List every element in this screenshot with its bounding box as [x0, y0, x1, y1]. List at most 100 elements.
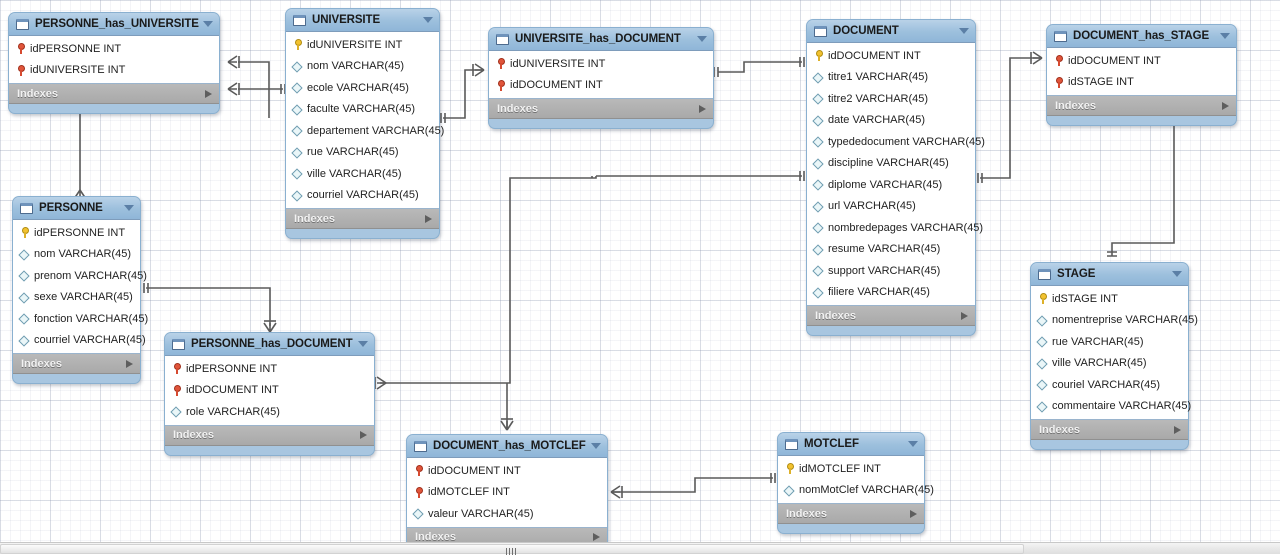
table-header[interactable]: PERSONNE	[13, 197, 140, 219]
table-column-row[interactable]: idMOTCLEF INT	[407, 482, 607, 504]
table-column-row[interactable]: fonction VARCHAR(45)	[13, 308, 148, 330]
table-column-row[interactable]: idDOCUMENT INT	[165, 380, 374, 402]
table-column-row[interactable]: idUNIVERSITE INT	[489, 53, 713, 75]
table-column-row[interactable]: rue VARCHAR(45)	[286, 142, 439, 164]
expand-right-icon[interactable]	[593, 533, 600, 541]
table-column-row[interactable]: discipline VARCHAR(45)	[807, 153, 975, 175]
table-icon	[20, 202, 33, 214]
table-column-row[interactable]: idMOTCLEF INT	[778, 458, 924, 480]
indexes-section[interactable]: Indexes	[13, 354, 140, 374]
expand-right-icon[interactable]	[126, 359, 133, 368]
table-column-row[interactable]: diplome VARCHAR(45)	[807, 174, 975, 196]
table-column-row[interactable]: nomMotClef VARCHAR(45)	[778, 480, 934, 502]
indexes-section[interactable]: Indexes	[778, 504, 924, 524]
horizontal-scrollbar[interactable]	[0, 542, 1280, 555]
table-column-row[interactable]: idPERSONNE INT	[165, 358, 374, 380]
indexes-section[interactable]: Indexes	[407, 527, 607, 542]
table-column-row[interactable]: nom VARCHAR(45)	[286, 56, 439, 78]
chevron-down-icon[interactable]	[1220, 33, 1230, 39]
table-column-row[interactable]: idUNIVERSITE INT	[9, 60, 219, 82]
table-column-row[interactable]: date VARCHAR(45)	[807, 110, 975, 132]
chevron-down-icon[interactable]	[358, 341, 368, 347]
indexes-section[interactable]: Indexes	[1047, 96, 1236, 116]
expand-right-icon[interactable]	[961, 311, 968, 320]
table-column-row[interactable]: idDOCUMENT INT	[807, 45, 975, 67]
table-column-row[interactable]: idSTAGE INT	[1047, 72, 1236, 94]
indexes-section[interactable]: Indexes	[286, 209, 439, 229]
table-column-row[interactable]: idPERSONNE INT	[13, 222, 140, 244]
table-column-row[interactable]: courriel VARCHAR(45)	[286, 185, 439, 207]
table-column-row[interactable]: departement VARCHAR(45)	[286, 120, 444, 142]
table-column-row[interactable]: idDOCUMENT INT	[1047, 50, 1236, 72]
table-column-row[interactable]: idPERSONNE INT	[9, 38, 219, 60]
expand-right-icon[interactable]	[910, 509, 917, 518]
table-column-row[interactable]: sexe VARCHAR(45)	[13, 287, 140, 309]
chevron-down-icon[interactable]	[697, 36, 707, 42]
table-header[interactable]: PERSONNE_has_DOCUMENT	[165, 333, 374, 355]
table-column-row[interactable]: courriel VARCHAR(45)	[13, 330, 146, 352]
table-header[interactable]: PERSONNE_has_UNIVERSITE	[9, 13, 219, 35]
table-header[interactable]: STAGE	[1031, 263, 1188, 285]
table-column-row[interactable]: nom VARCHAR(45)	[13, 244, 140, 266]
table-column-row[interactable]: valeur VARCHAR(45)	[407, 503, 607, 525]
table-column-row[interactable]: idDOCUMENT INT	[407, 460, 607, 482]
table-column-row[interactable]: role VARCHAR(45)	[165, 401, 374, 423]
indexes-section[interactable]: Indexes	[9, 84, 219, 104]
scrollbar-thumb[interactable]	[0, 544, 1024, 555]
table-column-row[interactable]: ville VARCHAR(45)	[286, 163, 439, 185]
table-column-row[interactable]: titre2 VARCHAR(45)	[807, 88, 975, 110]
table-column-row[interactable]: ecole VARCHAR(45)	[286, 77, 439, 99]
table-column-row[interactable]: idSTAGE INT	[1031, 288, 1188, 310]
chevron-down-icon[interactable]	[423, 17, 433, 23]
table-column-row[interactable]: rue VARCHAR(45)	[1031, 331, 1188, 353]
expand-right-icon[interactable]	[699, 104, 706, 113]
table-column-row[interactable]: prenom VARCHAR(45)	[13, 265, 147, 287]
table-header[interactable]: MOTCLEF	[778, 433, 924, 455]
chevron-down-icon[interactable]	[908, 441, 918, 447]
expand-right-icon[interactable]	[1222, 101, 1229, 110]
table-column-row[interactable]: typededocument VARCHAR(45)	[807, 131, 985, 153]
chevron-down-icon[interactable]	[203, 21, 213, 27]
table-column-row[interactable]: idDOCUMENT INT	[489, 75, 713, 97]
table-column-row[interactable]: titre1 VARCHAR(45)	[807, 67, 975, 89]
indexes-section[interactable]: Indexes	[1031, 420, 1188, 440]
indexes-section[interactable]: Indexes	[165, 425, 374, 446]
table-header[interactable]: DOCUMENT_has_STAGE	[1047, 25, 1236, 47]
chevron-down-icon[interactable]	[124, 205, 134, 211]
expand-right-icon[interactable]	[360, 431, 367, 439]
expand-right-icon[interactable]	[1174, 425, 1181, 434]
indexes-section[interactable]: Indexes	[807, 306, 975, 326]
table-header[interactable]: UNIVERSITE_has_DOCUMENT	[489, 28, 713, 50]
chevron-down-icon[interactable]	[1172, 271, 1182, 277]
table-column-row[interactable]: url VARCHAR(45)	[807, 196, 975, 218]
table-column-row[interactable]: support VARCHAR(45)	[807, 260, 975, 282]
chevron-down-icon[interactable]	[959, 28, 969, 34]
chevron-down-icon[interactable]	[591, 443, 601, 449]
table-column-row[interactable]: resume VARCHAR(45)	[807, 239, 975, 261]
table-column-row[interactable]: idUNIVERSITE INT	[286, 34, 439, 56]
expand-right-icon[interactable]	[205, 89, 212, 98]
table-column-row[interactable]: couriel VARCHAR(45)	[1031, 374, 1188, 396]
expand-right-icon[interactable]	[425, 214, 432, 223]
table-header[interactable]: DOCUMENT	[807, 20, 975, 42]
table-column-row[interactable]: nomentreprise VARCHAR(45)	[1031, 310, 1198, 332]
table-column-row[interactable]: ville VARCHAR(45)	[1031, 353, 1188, 375]
table-column-row[interactable]: nombredepages VARCHAR(45)	[807, 217, 983, 239]
table-column-row[interactable]: faculte VARCHAR(45)	[286, 99, 439, 121]
table-column-row[interactable]: filiere VARCHAR(45)	[807, 282, 975, 304]
table-header[interactable]: DOCUMENT_has_MOTCLEF	[407, 435, 607, 457]
table-column-row[interactable]: commentaire VARCHAR(45)	[1031, 396, 1191, 418]
indexes-section[interactable]: Indexes	[489, 99, 713, 119]
table-header[interactable]: UNIVERSITE	[286, 9, 439, 31]
